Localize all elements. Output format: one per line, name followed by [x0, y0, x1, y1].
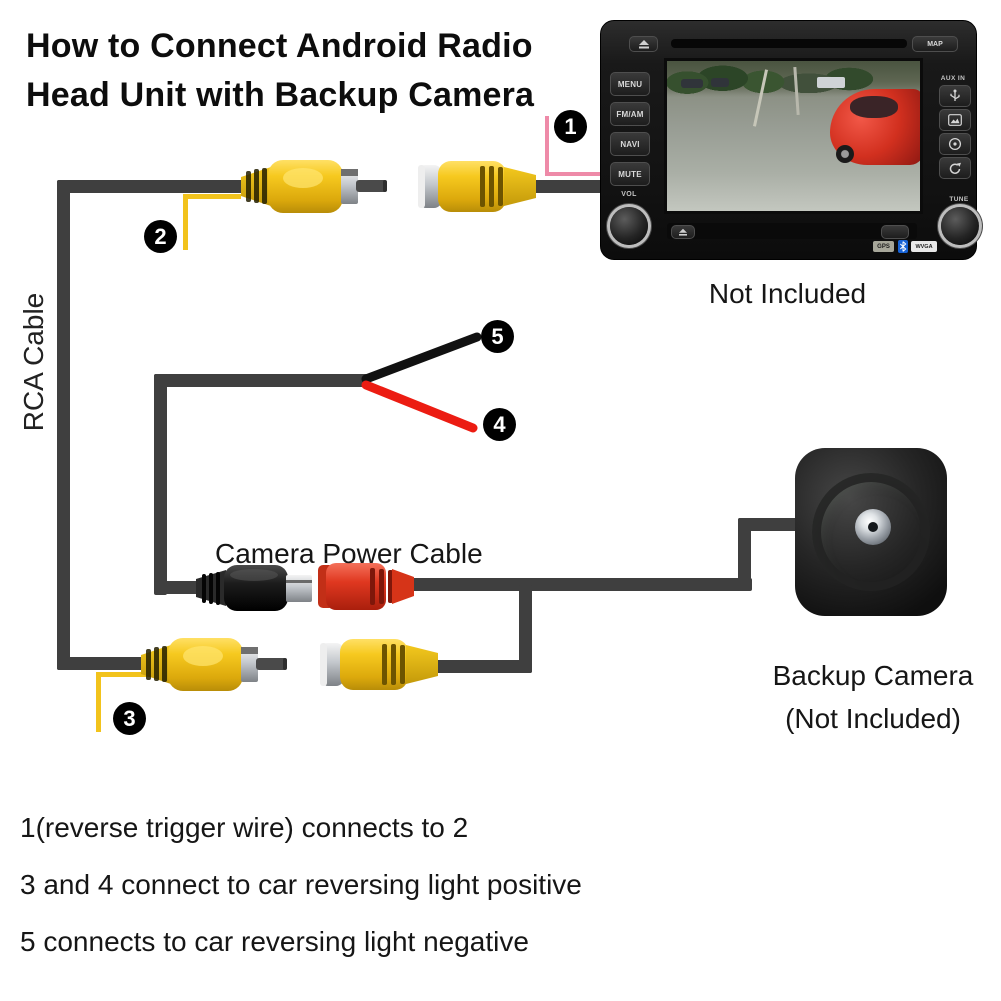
head-unit-screen	[664, 58, 923, 214]
cable-camera-horizontal	[408, 578, 752, 591]
camera-caption-line1: Backup Camera	[772, 660, 974, 691]
badge-3: 3	[113, 702, 146, 735]
gps-badge: GPS	[873, 241, 894, 252]
eject-icon	[638, 40, 649, 49]
picture-icon	[948, 114, 962, 126]
reverse-trigger-pointer-horizontal	[545, 172, 607, 176]
cable-camera-vertical	[738, 518, 751, 591]
badge-5-number: 5	[491, 323, 504, 349]
badge-3-number: 3	[123, 705, 136, 731]
camera-power-cable-label: Camera Power Cable	[215, 538, 483, 569]
title-line-1: How to Connect Android Radio	[26, 27, 533, 65]
tune-label: TUNE	[949, 196, 969, 203]
note-line-3: 5 connects to car reversing light negati…	[20, 926, 529, 957]
title-line-2: Head Unit with Backup Camera	[26, 76, 535, 114]
badge-1-number: 1	[564, 113, 577, 139]
aux-in-label: AUX IN	[940, 75, 966, 82]
return-button	[939, 157, 971, 179]
trigger-wire-3-horizontal	[96, 672, 152, 677]
screen-truck	[817, 77, 845, 88]
badge-4: 4	[483, 408, 516, 441]
cable-camera-stub	[738, 518, 808, 531]
badge-2: 2	[144, 220, 177, 253]
wvga-badge: WVGA	[911, 241, 937, 252]
camera-lens	[812, 473, 930, 591]
badge-1: 1	[554, 110, 587, 143]
cable-to-black-power-plug	[154, 581, 204, 594]
screen-red-car-wheel	[836, 145, 854, 163]
head-unit-image: MAP MENU FM/AM NAVI MUTE VOL AUX IN	[600, 20, 979, 260]
screen-parked-car	[681, 79, 703, 88]
picture-button	[939, 109, 971, 131]
rca-female-jack-bottom	[320, 639, 438, 690]
trigger-wire-2-horizontal	[183, 194, 241, 199]
cable-mid-vertical	[154, 374, 167, 595]
cable-left-vertical	[57, 180, 70, 670]
head-unit-caption: Not Included	[708, 278, 867, 309]
lower-panel-slot	[667, 223, 917, 239]
rca-male-plug-top	[241, 160, 387, 213]
camera-lens-hub	[855, 509, 891, 545]
reverse-trigger-pointer-vertical	[545, 116, 549, 176]
mute-button: MUTE	[610, 162, 650, 186]
camera-lens-pupil	[868, 522, 878, 532]
bluetooth-glyph	[900, 241, 907, 252]
positive-wire-red	[361, 380, 478, 433]
bluetooth-icon	[898, 240, 908, 253]
rca-male-plug-bottom	[141, 638, 287, 691]
menu-button: MENU	[610, 72, 650, 96]
note-line-1: 1(reverse trigger wire) connects to 2	[20, 812, 469, 843]
screen-parked-car	[711, 78, 729, 87]
rca-cable-label: RCA Cable	[18, 292, 49, 432]
eject-icon	[679, 228, 687, 236]
disc-icon	[948, 137, 962, 151]
page-title: How to Connect Android Radio Head Unit w…	[26, 22, 534, 120]
head-unit-eject-button	[629, 36, 658, 52]
badge-4-number: 4	[493, 411, 506, 437]
power-plug-black-male	[196, 565, 312, 611]
cable-mid-horizontal	[154, 374, 370, 387]
lower-eject-button	[671, 225, 695, 239]
screen-red-car-windshield	[850, 96, 898, 118]
cable-top-horizontal	[57, 180, 253, 193]
disc-button	[939, 133, 971, 155]
cable-to-head-unit	[528, 180, 608, 193]
lower-small-button	[881, 225, 909, 239]
cable-branch-horizontal	[430, 660, 532, 673]
cable-branch-vertical	[519, 585, 532, 673]
negative-wire-black	[361, 332, 482, 384]
return-loop-icon	[949, 162, 961, 174]
backup-camera-image	[795, 448, 947, 616]
usb-button	[939, 85, 971, 107]
cable-bottom-horizontal	[57, 657, 155, 670]
screen-red-car	[830, 89, 920, 165]
fm-am-button: FM/AM	[610, 102, 650, 126]
trigger-wire-2-vertical	[183, 194, 188, 250]
camera-caption-line2: (Not Included)	[785, 703, 961, 734]
rca-female-jack-top	[418, 161, 536, 212]
power-jack-red-female	[318, 563, 414, 610]
trigger-wire-3-vertical	[96, 672, 101, 732]
badge-5: 5	[481, 320, 514, 353]
tune-knob	[941, 207, 979, 245]
volume-knob	[610, 207, 648, 245]
note-line-2: 3 and 4 connect to car reversing light p…	[20, 869, 582, 900]
vol-label: VOL	[621, 191, 637, 198]
map-button: MAP	[912, 36, 958, 52]
usb-icon	[950, 89, 960, 101]
badge-2-number: 2	[154, 223, 167, 249]
navi-button: NAVI	[610, 132, 650, 156]
cd-slot	[671, 39, 907, 48]
